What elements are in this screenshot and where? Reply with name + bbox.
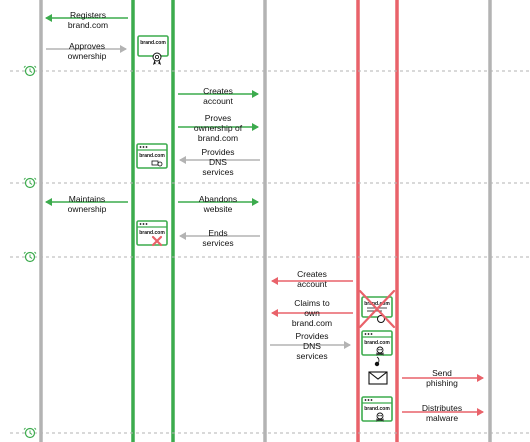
- clock-icon: [23, 177, 37, 189]
- label-send-phishing: Send phishing: [426, 368, 458, 388]
- website-icon: brand.com: [136, 143, 168, 169]
- clock-icon: [23, 251, 37, 263]
- website-label: brand.com: [364, 406, 390, 412]
- skull-icon: [375, 412, 385, 422]
- label-abandons: Abandons website: [198, 194, 238, 214]
- label-creates-account-1: Creates account: [203, 86, 233, 106]
- certificate-label: brand.com: [364, 301, 390, 307]
- envelope-icon: [368, 371, 388, 385]
- phase-dividers: [10, 70, 530, 434]
- clock-icon: [23, 427, 37, 439]
- label-approves: Approves ownership: [67, 41, 107, 61]
- cross-icon: [358, 289, 396, 329]
- label-claims: Claims to own brand.com: [291, 298, 333, 328]
- website-icon: brand.com: [361, 396, 393, 422]
- cross-icon: [151, 235, 163, 247]
- label-ends: Ends services: [202, 228, 234, 248]
- arrows: [45, 14, 484, 416]
- label-registers: Registers brand.com: [67, 10, 109, 30]
- website-icon: brand.com: [136, 220, 168, 247]
- certificate-icon: brand.com: [137, 35, 169, 66]
- clock-icon: [23, 65, 37, 77]
- bomb-icon: [374, 356, 380, 367]
- label-provides-dns-1: Provides DNS services: [201, 147, 235, 177]
- gear-icon: [151, 160, 163, 167]
- certificate-label: brand.com: [140, 40, 166, 46]
- website-label: brand.com: [139, 153, 165, 159]
- label-maintains: Maintains ownership: [67, 194, 107, 214]
- label-provides-dns-2: Provides DNS services: [295, 331, 329, 361]
- website-icon: brand.com: [361, 330, 393, 356]
- label-distributes: Distributes malware: [421, 403, 463, 423]
- website-label: brand.com: [364, 340, 390, 346]
- label-proves: Proves ownership of brand.com: [193, 113, 243, 143]
- skull-icon: [375, 346, 385, 356]
- lifelines: [39, 0, 492, 442]
- certificate-icon: brand.com: [358, 289, 396, 329]
- website-label: brand.com: [139, 230, 165, 236]
- label-creates-account-2: Creates account: [297, 269, 327, 289]
